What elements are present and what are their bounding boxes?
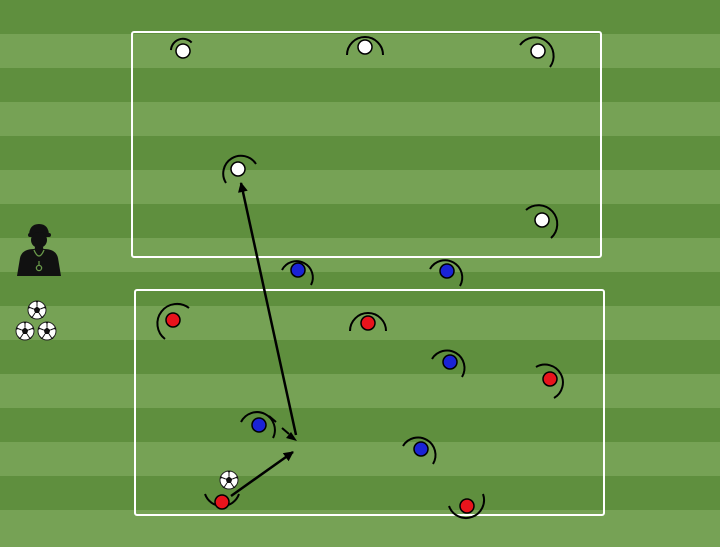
blue-player-1[interactable] (281, 260, 314, 286)
top-grid-zone (131, 31, 602, 258)
white-player-2[interactable] (346, 36, 384, 56)
red-player-4[interactable] (204, 493, 240, 510)
grass-stripe (0, 340, 720, 374)
soccer-ball-icon (37, 321, 57, 341)
bottom-grid-zone (134, 289, 605, 516)
grass-stripe (0, 510, 720, 547)
red-player-1[interactable] (156, 302, 190, 340)
grass-stripe (0, 442, 720, 476)
red-player-5[interactable] (448, 493, 486, 519)
soccer-ball-icon (15, 321, 35, 341)
ball-supply (15, 300, 57, 341)
white-player-5[interactable] (525, 204, 559, 239)
soccer-ball-icon (27, 300, 47, 320)
coach-icon (17, 224, 61, 276)
blue-player-4[interactable] (402, 436, 437, 465)
soccer-ball-icon[interactable] (219, 470, 239, 490)
blue-player-3[interactable] (431, 349, 466, 378)
grass-stripe (0, 306, 720, 340)
grass-stripe (0, 374, 720, 408)
pass-arrow (230, 450, 294, 498)
blue-player-2[interactable] (429, 259, 464, 287)
blue-player-5[interactable] (240, 411, 276, 439)
white-player-4[interactable] (222, 154, 257, 184)
grass-stripe (0, 0, 720, 34)
grass-stripe (0, 408, 720, 442)
grass-stripe (0, 476, 720, 510)
red-player-3[interactable] (535, 363, 564, 399)
white-player-1[interactable] (168, 36, 195, 62)
white-player-3[interactable] (519, 36, 555, 68)
red-player-2[interactable] (349, 312, 387, 332)
pass-arrow (238, 182, 298, 436)
